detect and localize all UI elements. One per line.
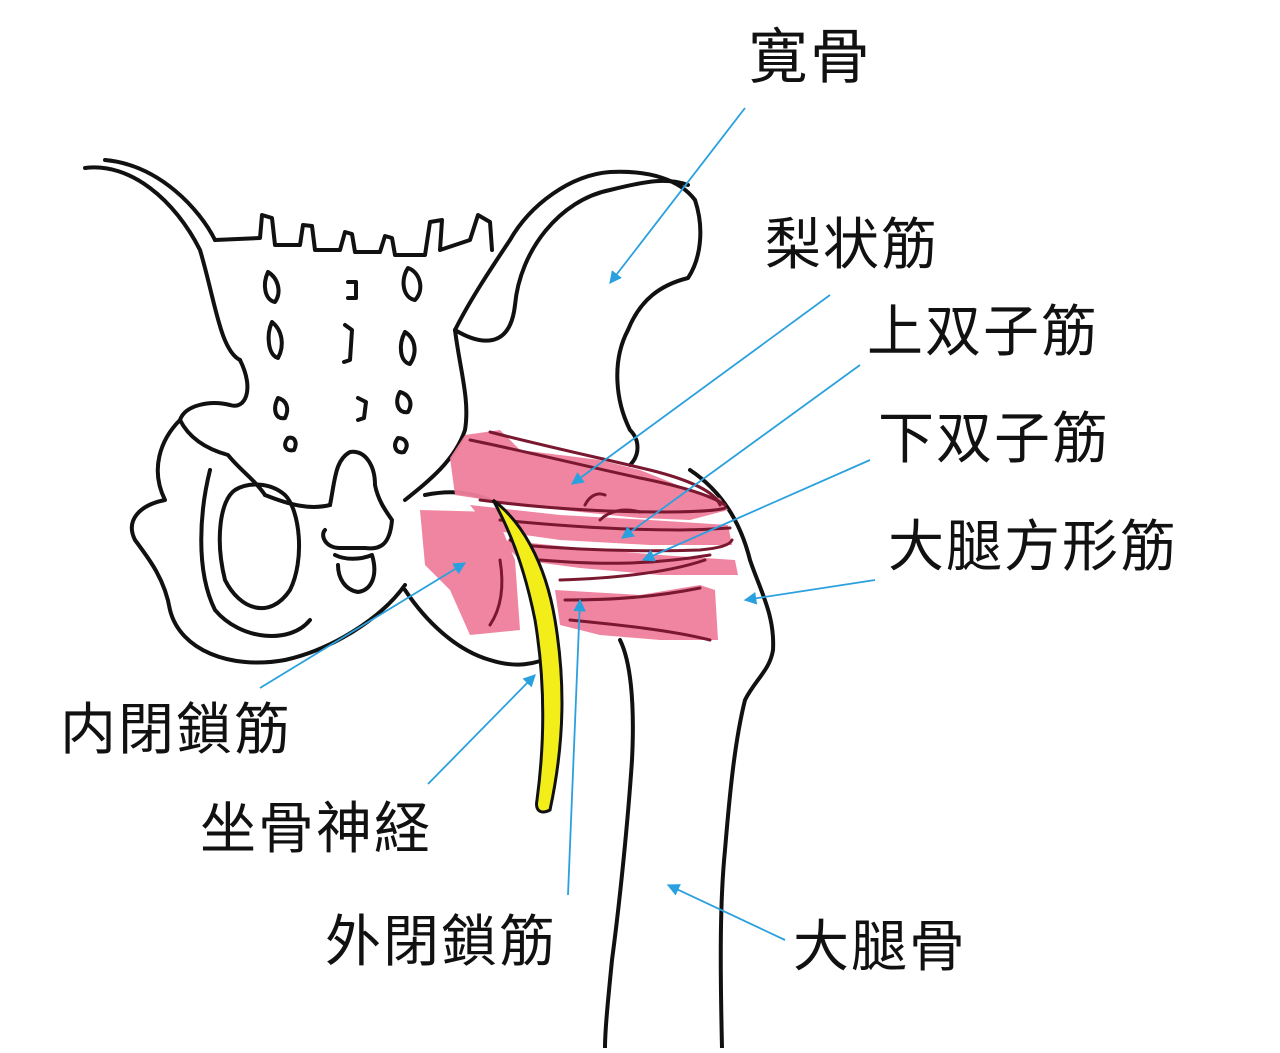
leader-ilium bbox=[610, 108, 745, 283]
label-ilium: 寛骨 bbox=[748, 28, 872, 88]
coccyx-tip bbox=[335, 555, 374, 592]
sacral-mark bbox=[358, 398, 366, 420]
coccyx bbox=[323, 452, 392, 549]
right-ilium-inner bbox=[455, 181, 688, 341]
sacrum-body bbox=[265, 495, 330, 507]
femur-shaft-left bbox=[605, 640, 633, 1048]
sacral-mark bbox=[348, 282, 356, 298]
leader-sciatic-nerve bbox=[428, 675, 535, 784]
sacral-foramen bbox=[265, 272, 279, 302]
label-quadratus-femoris: 大腿方形筋 bbox=[888, 520, 1178, 576]
sacral-foramen bbox=[269, 322, 282, 358]
leader-femur bbox=[668, 885, 785, 940]
label-gemellus-superior: 上双子筋 bbox=[867, 305, 1099, 361]
left-ischium bbox=[285, 585, 405, 660]
sacrum-left-side bbox=[180, 360, 265, 495]
leader-obturator-externus bbox=[568, 600, 580, 895]
sacral-mark bbox=[344, 325, 352, 362]
label-femur: 大腿骨 bbox=[793, 920, 967, 976]
sacral-foramen bbox=[395, 438, 407, 452]
sacral-foramen bbox=[285, 438, 295, 451]
left-pelvis-outer bbox=[132, 420, 285, 663]
label-obturator-internus: 内閉鎖筋 bbox=[60, 703, 292, 759]
left-pelvis-inner bbox=[201, 470, 310, 636]
leader-gemellus-superior bbox=[622, 365, 860, 538]
sacrum-outline bbox=[215, 215, 492, 255]
label-gemellus-inferior: 下双子筋 bbox=[878, 412, 1110, 468]
right-ilium-wing bbox=[455, 172, 700, 465]
label-obturator-externus: 外閉鎖筋 bbox=[325, 915, 557, 971]
sacral-foramen bbox=[401, 332, 415, 364]
sacral-foramen bbox=[275, 398, 287, 418]
left-iliac-crest bbox=[85, 167, 240, 360]
label-piriformis: 梨状筋 bbox=[765, 218, 939, 274]
sacral-foramen bbox=[397, 392, 410, 412]
label-sciatic-nerve: 坐骨神経 bbox=[200, 802, 432, 858]
sacral-foramen bbox=[404, 268, 421, 300]
leader-quadratus-femoris bbox=[745, 580, 875, 600]
leader-piriformis bbox=[572, 295, 830, 484]
